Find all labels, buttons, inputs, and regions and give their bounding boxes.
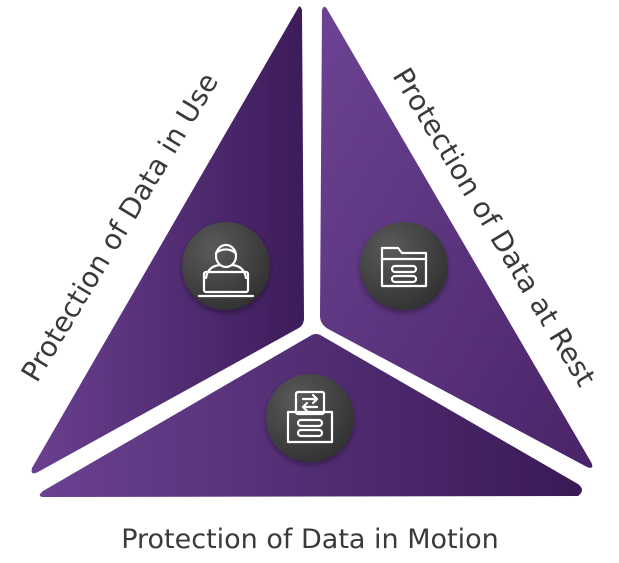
folder-icon bbox=[380, 246, 428, 288]
file-cabinet-transfer-icon bbox=[286, 390, 334, 444]
person-at-laptop-icon bbox=[197, 243, 255, 298]
label-data-in-motion: Protection of Data in Motion bbox=[121, 524, 499, 555]
segment-data-in-motion bbox=[39, 334, 582, 497]
segment-data-in-use bbox=[31, 6, 304, 474]
segment-right-shape bbox=[320, 6, 593, 468]
motion-icon-circle bbox=[266, 374, 354, 462]
segment-data-at-rest bbox=[320, 6, 593, 468]
segment-left-shape bbox=[31, 6, 304, 474]
